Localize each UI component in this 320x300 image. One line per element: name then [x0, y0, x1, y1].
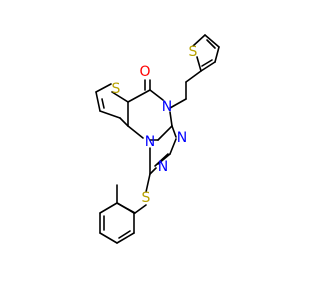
atom-nitrogen-triazole-a: N: [177, 130, 187, 146]
atom-labels: O S N S N N N S: [112, 44, 198, 206]
atom-nitrogen-4: N: [162, 99, 172, 115]
atom-sulfur-thienyl: S: [189, 44, 198, 60]
molecule-structure: O S N S N N N S: [95, 34, 220, 244]
atom-sulfur-thioether: S: [142, 190, 151, 206]
atom-nitrogen-triazole-b: N: [158, 159, 168, 175]
atom-sulfur-thieno: S: [112, 81, 121, 97]
atom-nitrogen-bridge: N: [145, 134, 155, 150]
bonds: [95, 34, 220, 244]
atom-oxygen: O: [139, 64, 150, 80]
